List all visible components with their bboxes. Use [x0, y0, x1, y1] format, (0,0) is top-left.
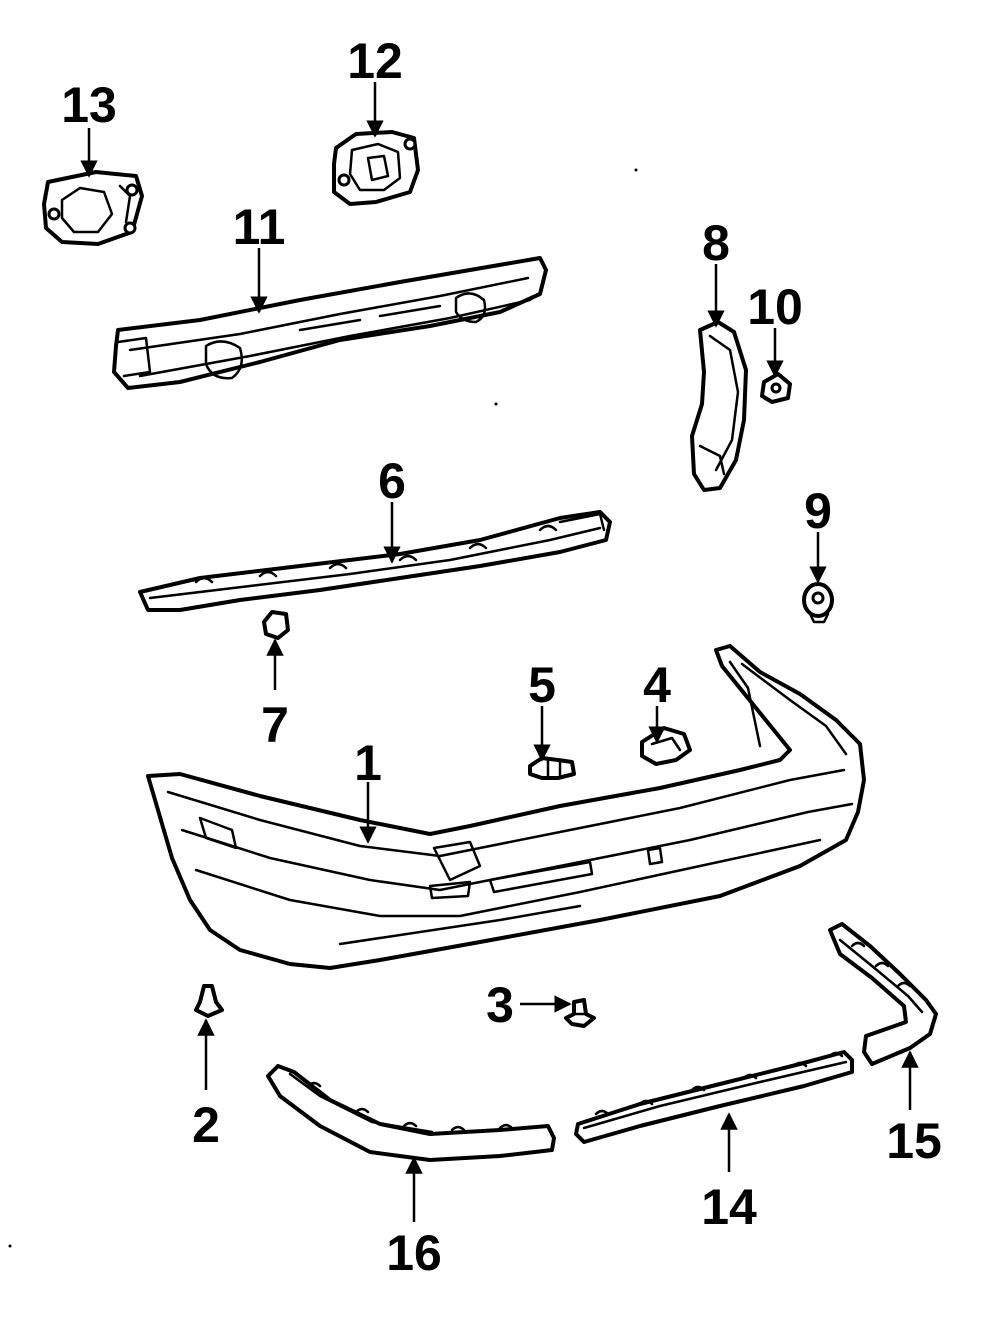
callout-2: 2	[192, 1097, 220, 1153]
part-8-side-bracket	[690, 320, 748, 492]
callout-16: 16	[386, 1225, 442, 1281]
part-7-clip	[262, 610, 290, 640]
part-16-molding-left	[266, 1064, 556, 1162]
callout-5: 5	[528, 657, 556, 713]
callout-11: 11	[233, 199, 286, 255]
callout-12: 12	[347, 33, 403, 89]
part-4-retainer	[640, 726, 692, 766]
callout-4: 4	[643, 657, 671, 713]
part-3-screw	[564, 998, 596, 1028]
callout-1: 1	[354, 735, 382, 791]
callout-15: 15	[886, 1113, 942, 1169]
part-15-molding-corner	[828, 922, 938, 1066]
callout-10: 10	[747, 279, 803, 335]
callout-7: 7	[261, 697, 289, 753]
callout-3: 3	[486, 977, 514, 1033]
callout-13: 13	[61, 77, 117, 133]
callout-8: 8	[702, 215, 730, 271]
part-5-fastener	[528, 756, 576, 780]
callout-labels: 1 2 3 4 5 6 7 8 9 10 11 12 13 14 15 16	[61, 33, 942, 1281]
part-11-reinforcement-bar	[112, 256, 548, 390]
part-9-grommet	[802, 582, 834, 624]
callout-9: 9	[804, 483, 832, 539]
leader-lines	[80, 82, 919, 1222]
part-13-bracket	[42, 170, 144, 246]
part-14-molding-center	[574, 1050, 854, 1144]
part-2-push-clip	[194, 984, 224, 1018]
part-10-clip	[760, 372, 792, 404]
part-12-bracket	[332, 130, 420, 206]
scan-specks	[8, 168, 638, 1248]
callout-14: 14	[701, 1179, 757, 1235]
callout-6: 6	[378, 453, 406, 509]
part-6-energy-absorber	[138, 510, 612, 612]
part-1-bumper-cover	[146, 644, 866, 970]
